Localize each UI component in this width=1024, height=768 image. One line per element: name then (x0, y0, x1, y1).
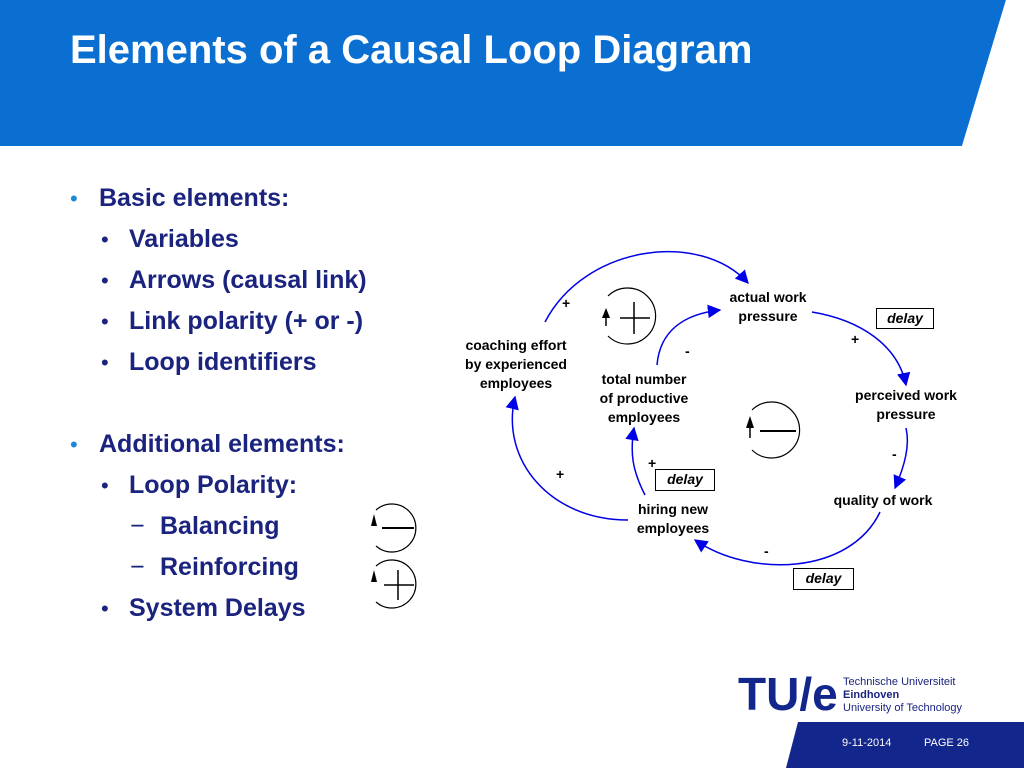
bullet-system-delays: System Delays (129, 594, 306, 622)
bullet-dot: • (70, 186, 78, 211)
reinforcing-loop-icon (602, 287, 657, 345)
bullet-dot: • (101, 350, 109, 375)
legend-balancing-icon (371, 503, 417, 553)
bullet-dot: • (101, 473, 109, 498)
sub-bullet-dash: − (130, 553, 145, 581)
logo-line-2: Eindhoven (843, 689, 900, 701)
arrow-actual-to-perceived (811, 311, 911, 387)
polarity-actual-to-perceived: + (851, 331, 860, 347)
bullet-dot: • (101, 596, 109, 621)
additional-elements-heading: Additional elements: (99, 430, 345, 458)
variable-actual-work-pressure: actual work pressure (729, 289, 807, 324)
legend-reinforcing-icon (371, 559, 417, 609)
balancing-loop-icon (746, 401, 801, 459)
delay-box-actual-to-perceived: delay (876, 308, 934, 329)
slide-title: Elements of a Causal Loop Diagram (70, 28, 753, 72)
polarity-hiring-to-coaching: + (556, 466, 565, 482)
bullet-dot: • (70, 432, 78, 457)
delay-box-quality-to-hiring: delay (793, 568, 854, 590)
arrow-hiring-to-coaching (505, 395, 629, 521)
arrow-hiring-to-total (625, 426, 646, 496)
bullet-dot: • (101, 309, 109, 334)
bullet-reinforcing: Reinforcing (160, 553, 299, 581)
polarity-total-to-actual: - (685, 343, 690, 359)
arrow-coaching-to-actual (544, 250, 749, 323)
bullet-variables: Variables (129, 225, 239, 253)
tue-logo-mark: TU/e (738, 668, 838, 718)
delay-box-hiring-to-total: delay (655, 469, 715, 491)
footer-page-number: PAGE 26 (924, 737, 970, 749)
logo-line-3: University of Technology (843, 702, 963, 714)
bullet-arrows: Arrows (causal link) (129, 266, 367, 294)
sub-bullet-dash: − (130, 512, 145, 540)
variable-total-productive-employees: total number of productive employees (599, 371, 689, 425)
polarity-perceived-to-quality: - (892, 446, 897, 462)
polarity-quality-to-hiring: - (764, 543, 769, 559)
bullet-link-polarity: Link polarity (+ or -) (129, 307, 364, 335)
arrow-total-to-actual (656, 304, 722, 366)
logo-line-1: Technische Universiteit (843, 676, 956, 688)
polarity-coaching-to-actual: + (562, 295, 571, 311)
bullet-dot: • (101, 268, 109, 293)
bullet-balancing: Balancing (160, 512, 280, 540)
variable-perceived-work-pressure: perceived work pressure (855, 387, 957, 422)
header-band (0, 0, 1024, 146)
variable-coaching-effort: coaching effort by experienced employees (465, 337, 567, 391)
arrow-perceived-to-quality (893, 427, 909, 490)
svg-text:TU/e: TU/e (738, 668, 838, 718)
variable-quality-of-work: quality of work (833, 492, 933, 508)
bullet-dot: • (101, 227, 109, 252)
basic-elements-heading: Basic elements: (99, 184, 290, 212)
footer-date: 9-11-2014 (842, 737, 892, 749)
bullet-loop-identifiers: Loop identifiers (129, 348, 317, 376)
polarity-hiring-to-total: + (648, 455, 657, 471)
bullet-loop-polarity: Loop Polarity: (129, 471, 298, 499)
variable-hiring-new-employees: hiring new employees (636, 501, 710, 536)
arrow-quality-to-hiring (693, 511, 881, 566)
